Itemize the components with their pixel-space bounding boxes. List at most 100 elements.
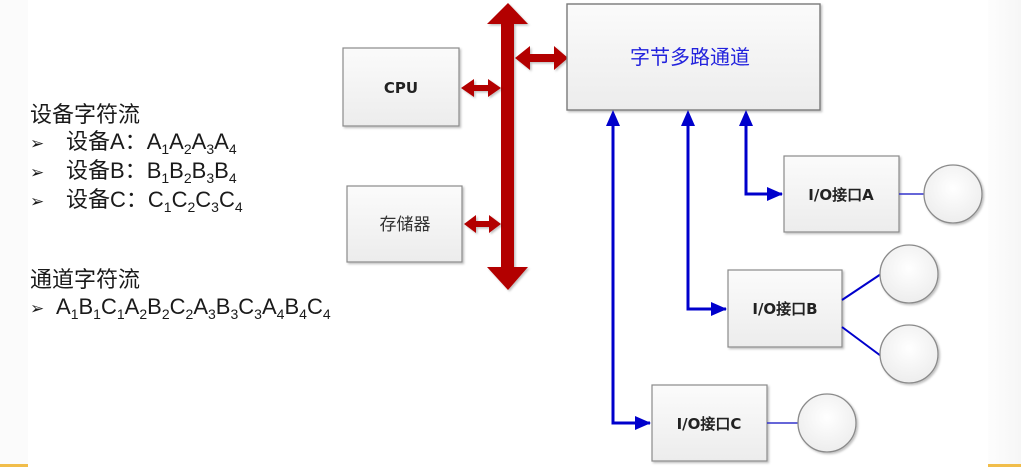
sequence-char: B2 <box>147 294 170 322</box>
channel-io-b-link <box>681 110 727 316</box>
memory-label: 存储器 <box>380 215 431 235</box>
device-b2-circle <box>879 324 939 384</box>
sequence-char: A4 <box>261 294 285 322</box>
device-sequence: A1A2A3A4 <box>146 128 237 157</box>
sequence-char: A3 <box>191 129 215 157</box>
device-sequence: B1B2B3B4 <box>146 157 237 186</box>
channel-stream-section: 通道字符流 ➢ A1B1C1A2B2C2A3B3C3A4B4C4 <box>30 266 331 322</box>
sequence-subscript: 3 <box>206 170 215 186</box>
device-stream-item-a: ➢ 设备A： A1A2A3A4 <box>30 128 243 157</box>
sequence-subscript: 3 <box>230 306 239 322</box>
sequence-char: A2 <box>124 294 148 322</box>
sequence-subscript: 2 <box>139 306 148 322</box>
arrow-bullet-icon: ➢ <box>30 163 45 182</box>
cpu-label: CPU <box>384 79 418 97</box>
byte-multiplexer-channel-box: 字节多路通道 <box>566 3 821 111</box>
slide-right-margin <box>988 0 1021 467</box>
sequence-subscript: 1 <box>161 141 170 157</box>
sequence-subscript: 4 <box>234 199 243 215</box>
system-bus-arrow <box>487 3 528 290</box>
io-interface-a-box: I/O接口A <box>783 155 900 233</box>
sequence-subscript: 2 <box>183 170 192 186</box>
sequence-subscript: 2 <box>187 199 196 215</box>
device-label: 设备B： <box>66 158 147 183</box>
arrow-up-icon <box>739 110 753 126</box>
io-interface-c-label: I/O接口C <box>677 415 742 433</box>
arrow-bullet-icon: ➢ <box>30 134 45 153</box>
io-b-device-2-link <box>841 326 882 357</box>
sequence-char: A3 <box>193 294 216 322</box>
sequence-char: B3 <box>215 294 239 322</box>
sequence-subscript: 3 <box>254 306 262 322</box>
device-sequence: C1C2C3C4 <box>147 186 243 215</box>
sequence-subscript: 1 <box>161 170 170 186</box>
slide-left-margin <box>0 0 28 467</box>
sequence-char: B2 <box>169 158 192 186</box>
channel-io-a-link <box>739 110 783 201</box>
sequence-char: B4 <box>214 158 237 186</box>
sequence-char: C1 <box>100 294 125 322</box>
sequence-char: A1 <box>56 294 79 322</box>
io-b-device-1-link <box>841 273 882 301</box>
sequence-subscript: 2 <box>183 141 192 157</box>
sequence-char: A1 <box>146 129 170 157</box>
io-interface-c-box: I/O接口C <box>651 384 768 462</box>
sequence-subscript: 4 <box>228 141 237 157</box>
device-stream-item-b: ➢ 设备B： B1B2B3B4 <box>30 157 243 186</box>
bus-channel-link-arrow <box>515 46 568 70</box>
device-a-circle <box>923 164 983 224</box>
sequence-subscript: 1 <box>70 306 79 322</box>
sequence-char: C3 <box>195 187 219 215</box>
device-c-circle <box>797 393 857 453</box>
channel-stream-item: ➢ A1B1C1A2B2C2A3B3C3A4B4C4 <box>30 293 331 322</box>
memory-bus-link-arrow <box>464 215 501 233</box>
io-interface-b-label: I/O接口B <box>752 300 817 318</box>
device-stream-item-c: ➢ 设备C： C1C2C3C4 <box>30 186 243 215</box>
arrow-up-icon <box>606 110 620 126</box>
sequence-char: B1 <box>78 294 101 322</box>
sequence-char: C2 <box>169 294 194 322</box>
sequence-char: A2 <box>169 129 192 157</box>
sequence-char: A4 <box>214 129 237 157</box>
sequence-subscript: 1 <box>163 199 172 215</box>
arrow-bullet-icon: ➢ <box>30 299 45 318</box>
accent-line-left <box>0 464 28 467</box>
sequence-subscript: 2 <box>185 306 194 322</box>
sequence-char: B4 <box>284 294 307 322</box>
sequence-char: C3 <box>238 294 262 322</box>
memory-box: 存储器 <box>346 185 463 263</box>
sequence-subscript: 1 <box>116 306 125 322</box>
sequence-subscript: 1 <box>93 306 101 322</box>
sequence-char: C4 <box>306 294 331 322</box>
device-label: 设备C： <box>66 187 148 212</box>
sequence-subscript: 4 <box>299 306 307 322</box>
sequence-subscript: 3 <box>211 199 219 215</box>
cpu-bus-link-arrow <box>461 79 501 97</box>
sequence-subscript: 3 <box>206 141 215 157</box>
sequence-subscript: 4 <box>276 306 285 322</box>
sequence-char: C1 <box>147 187 172 215</box>
channel-label: 字节多路通道 <box>630 45 750 69</box>
device-label: 设备A： <box>66 129 147 154</box>
sequence-char: C2 <box>171 187 196 215</box>
sequence-subscript: 3 <box>208 306 216 322</box>
device-streams-title: 设备字符流 <box>30 102 141 127</box>
channel-sequence: A1B1C1A2B2C2A3B3C3A4B4C4 <box>56 293 331 322</box>
io-interface-b-box: I/O接口B <box>727 269 843 348</box>
sequence-char: B3 <box>191 158 215 186</box>
device-streams-section: 设备字符流 ➢ 设备A： A1A2A3A4 ➢ 设备B： B1B2B3B4 ➢ … <box>30 101 243 215</box>
sequence-char: B1 <box>146 158 170 186</box>
arrow-up-icon <box>681 110 695 126</box>
sequence-subscript: 2 <box>161 306 170 322</box>
sequence-subscript: 4 <box>228 170 237 186</box>
cpu-box: CPU <box>342 47 460 127</box>
sequence-char: C4 <box>218 187 243 215</box>
channel-io-c-link <box>606 110 651 430</box>
accent-line-right <box>988 464 1021 467</box>
channel-stream-title: 通道字符流 <box>30 267 141 292</box>
arrow-bullet-icon: ➢ <box>30 192 45 211</box>
io-interface-a-label: I/O接口A <box>808 186 874 204</box>
sequence-subscript: 4 <box>322 306 331 322</box>
device-b1-circle <box>879 244 939 304</box>
